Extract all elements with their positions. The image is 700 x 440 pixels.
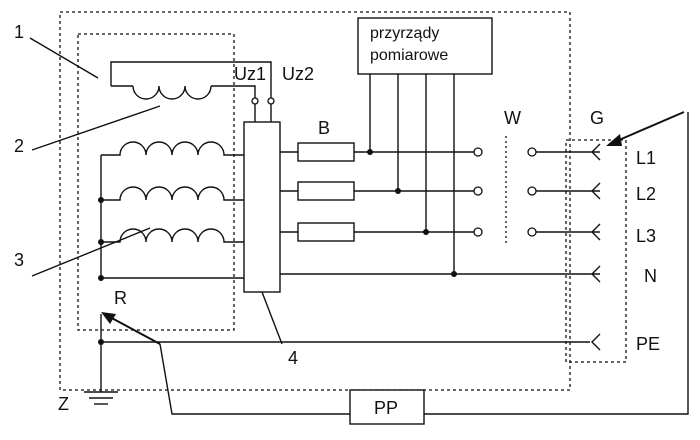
phase-lines bbox=[280, 142, 600, 275]
instruments-line-2: pomiarowe bbox=[370, 47, 448, 64]
instruments-box bbox=[357, 17, 493, 75]
pp-meter-box bbox=[349, 389, 425, 425]
instrument-connections bbox=[367, 74, 457, 277]
protective-earth bbox=[84, 314, 590, 405]
excitation-coil bbox=[110, 61, 275, 122]
label-uz1: Uz1 bbox=[234, 64, 266, 84]
leader-4 bbox=[261, 291, 283, 345]
label-fuse-b: B bbox=[318, 118, 330, 138]
leader-1 bbox=[29, 37, 99, 79]
label-uz2: Uz2 bbox=[282, 64, 314, 84]
label-z: Z bbox=[58, 394, 69, 414]
outer-enclosure bbox=[59, 11, 571, 391]
meter-loop bbox=[159, 112, 689, 425]
label-n: N bbox=[644, 266, 657, 286]
label-2: 2 bbox=[14, 136, 24, 156]
label-3: 3 bbox=[14, 250, 24, 270]
instruments-line-1: przyrządy bbox=[370, 25, 439, 42]
label-pe: PE bbox=[636, 334, 660, 354]
label-4: 4 bbox=[288, 348, 298, 368]
label-socket-g: G bbox=[590, 108, 604, 128]
label-l1: L1 bbox=[636, 148, 656, 168]
socket-contacts bbox=[591, 143, 601, 351]
label-1: 1 bbox=[14, 22, 24, 42]
leader-2 bbox=[31, 105, 161, 151]
label-switch-w: W bbox=[504, 108, 521, 128]
label-pp: PP bbox=[374, 398, 398, 418]
label-l2: L2 bbox=[636, 184, 656, 204]
label-r: R bbox=[114, 288, 127, 308]
generator-enclosure bbox=[77, 33, 235, 331]
probe-arrow-g bbox=[606, 111, 685, 146]
terminal-block bbox=[243, 121, 281, 293]
resistor-probe-arrow bbox=[101, 312, 161, 345]
leader-3 bbox=[31, 227, 151, 277]
stator-windings bbox=[98, 141, 244, 281]
label-l3: L3 bbox=[636, 226, 656, 246]
socket-enclosure bbox=[565, 139, 627, 363]
